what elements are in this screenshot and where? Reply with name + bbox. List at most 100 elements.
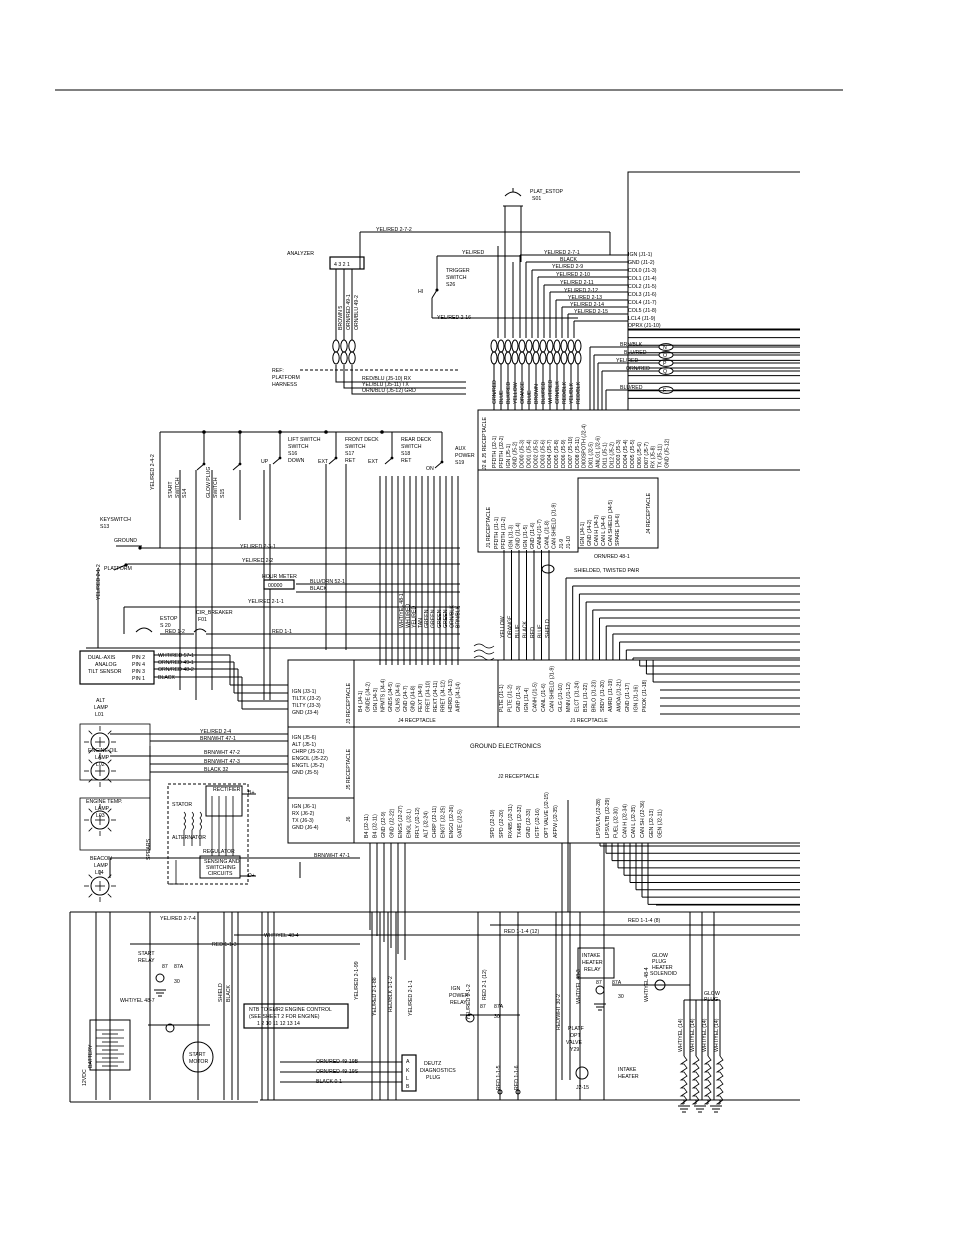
j4g-pin: GND (J4-8) (411, 685, 417, 712)
tilt-wire: ORN/RED 48-2 (158, 667, 194, 673)
j4g-pin: HDRD (J4-13) (448, 679, 454, 712)
intake-heater-relay[interactable]: INTAKE HEATER RELAY 87 87A 30 (577, 947, 624, 1000)
alternator-label: ALTERNATOR (172, 835, 206, 841)
j2-pin: GND (J2-22) (390, 808, 396, 838)
battery-label: 12VDC (82, 1069, 88, 1086)
trigger-switch[interactable]: TRIGGER SWITCH S26 HI (418, 256, 470, 299)
j2j5-title: J2 & J5 RECEPTACLE (482, 417, 488, 470)
glow-plug-solenoid[interactable]: GLOW PLUG HEATER SOLENOID (650, 953, 677, 991)
intake-heater-label: INTAKE (618, 1067, 637, 1073)
wire-color-label: BLUE (515, 624, 521, 638)
j1g-pin: PLTE (J1-2) (507, 684, 513, 712)
twist-marker (473, 655, 495, 661)
wire-color-label: GREEN (437, 609, 443, 628)
connector-pin (497, 339, 505, 353)
hour-meter-title: HOUR METER (262, 574, 297, 580)
j2-pin: AFPW (J2-35) (553, 805, 559, 838)
deutz-label: DEUTZ (424, 1061, 441, 1067)
circuit-breaker[interactable]: CIR_BREAKER F01 (193, 610, 233, 633)
analyzer-pins: 4 3 2 1 (334, 262, 350, 268)
j4-pin: GND (J4-2) (587, 519, 593, 546)
aux-connectors: BRN/BLK BLU/RED YEL/RED ORN/RED BLU/RED … (589, 342, 800, 410)
b-plus: B+ (248, 790, 255, 796)
j1-top-label: IGN (J1-1) (628, 252, 652, 258)
j2j5-pin: DI00SPOTH (J2-4) (582, 424, 588, 468)
start-relay-label: RELAY (138, 958, 155, 964)
j2-pin: IGTF (J2-16) (535, 808, 541, 838)
glow-plug-switch[interactable]: GLOW PLUG SWITCH S15 (206, 467, 226, 498)
conn-wire: ORN/RED (626, 366, 650, 372)
wire-label: YEL/RED 2-7-1 (544, 250, 580, 256)
oil-lamp-label: ENGINE OIL (88, 748, 118, 754)
j1-pin: GND (J1-4) (516, 522, 522, 549)
j1g-pin: BSLI (J1-22) (583, 683, 589, 712)
ign-power-relay[interactable]: IGN POWER RELAY 87 87A 30 (449, 986, 504, 1020)
analyzer-title: ANALYZER (287, 251, 314, 257)
lift-label: LIFT SWITCH (288, 437, 321, 443)
j3-pin: IGN (J3-1) (292, 689, 316, 695)
j2-pin: ENGT (J2-25) (441, 806, 447, 838)
lamp-wires: YEL/RED 2-4 BRN/WHT 47-1 BRN/WHT 47-2 BR… (109, 729, 360, 878)
ground-electronics-title: GROUND ELECTRONICS (470, 744, 541, 750)
j2-pin: CHRP (J2-11) (432, 806, 438, 838)
j3-pin: GND (J3-4) (292, 710, 319, 716)
rear-deck-switch[interactable]: REAR DECK SWITCH S18 EXT RET (368, 437, 432, 465)
aux-on: ON (426, 466, 434, 472)
start-switch[interactable]: START SWITCH S14 (168, 477, 188, 498)
j6-pin: IGN (J6-1) (292, 804, 316, 810)
left-wire-labels: YEL/RED 2-3-1 YEL/RED 2-2 BLU/ORN 52-1 B… (165, 544, 345, 635)
glow-sol-label: SOLENOID (650, 971, 677, 977)
j2j5-pin: DI11 (J5-1) (602, 442, 608, 468)
start-relay[interactable]: START RELAY 87 87A 30 (138, 951, 184, 985)
opt-valve-label: Y29 (570, 1047, 579, 1053)
rectifier-label: RECTIFIER (213, 787, 241, 793)
wire-label: RED 1-1-4 (12) (504, 929, 539, 935)
wire-label: BRN/WHT 47-1 (314, 853, 350, 859)
wire-end (497, 1089, 503, 1095)
bottom-wire-label: YEL/RED 2-1-88 (372, 977, 378, 1016)
wire-color-label: YELLOW (513, 382, 519, 404)
glow-sw-label: GLOW PLUG (206, 467, 212, 498)
j2-pin: ALT (J2-24) (424, 811, 430, 838)
j1g-pin: BRLO (J1-23) (591, 680, 597, 712)
glow-plug: GLOW PLUG (704, 991, 720, 1003)
keysw-wire: YEL/RED 2-4-2 (150, 454, 156, 490)
wire-color-label: TAN (418, 618, 424, 628)
glow-resistor (715, 1055, 724, 1105)
j4-receptacle: J4 RECEPTACLE IGN (J4-1)GND (J4-2)CAN H … (577, 477, 659, 549)
wire-color-label: BRN/BLK (456, 605, 462, 628)
bottom-wire-label: YEL/RED 2-1-1 (408, 980, 414, 1016)
relay-pin: 87 (162, 964, 168, 970)
connector-pin (574, 351, 582, 365)
lift-down: DOWN (288, 458, 305, 464)
connector-letter: F (663, 388, 666, 394)
tilt-title: ANALOG (95, 662, 117, 668)
wire-color-label: BLUE (499, 390, 505, 404)
ground-right-lines (369, 843, 800, 1080)
engine-control: NTB TO EMR2 ENGINE CONTROL (SEE SHEET 2 … (243, 1003, 349, 1029)
shielded-pair: SHIELDED, TWISTED PAIR (574, 568, 639, 574)
wire-end (515, 1089, 521, 1095)
deutz-diagnostics-plug: A K L B DEUTZ DIAGNOSTICS PLUG (401, 1054, 456, 1092)
plat-estop-switch[interactable]: PLAT_ESTOP S01 (503, 188, 564, 262)
switch-blade (434, 461, 443, 469)
front-deck-switch[interactable]: FRONT DECK SWITCH S17 EXT RET (318, 437, 379, 465)
keyswitch[interactable]: KEYSWITCH S13 GROUND PLATFORM YEL/RED 2-… (96, 454, 156, 600)
relay-coil (595, 985, 605, 995)
wire-label: BRN/WHT 47-2 (204, 750, 240, 756)
wire-label: YEL/RED 2-9 (552, 264, 583, 270)
connector-pin (546, 339, 554, 353)
beacon-lamp-label: L04 (95, 870, 104, 876)
estop-s20[interactable]: ESTOP S 20 (135, 616, 178, 633)
alt-lamp-label: ALT (96, 698, 106, 704)
bus-node (324, 430, 328, 434)
j4g-pin: GNDE (J4-2) (366, 682, 372, 712)
glow-wire-label: WHT/YEL (14) (702, 1018, 708, 1052)
connector-letter: O (663, 353, 667, 359)
wire-color-label: BLK/RED (541, 382, 547, 404)
beacon-lamp-label: LAMP (94, 863, 109, 869)
j2-title: J2 RECEPTACLE (498, 774, 540, 780)
lift-switch[interactable]: LIFT SWITCH SWITCH S16 UP DOWN (261, 437, 321, 465)
aux-power-switch[interactable]: AUX POWER S19 ON (426, 446, 475, 472)
analyzer-wire: ORN/RED 49-1 (346, 294, 352, 330)
